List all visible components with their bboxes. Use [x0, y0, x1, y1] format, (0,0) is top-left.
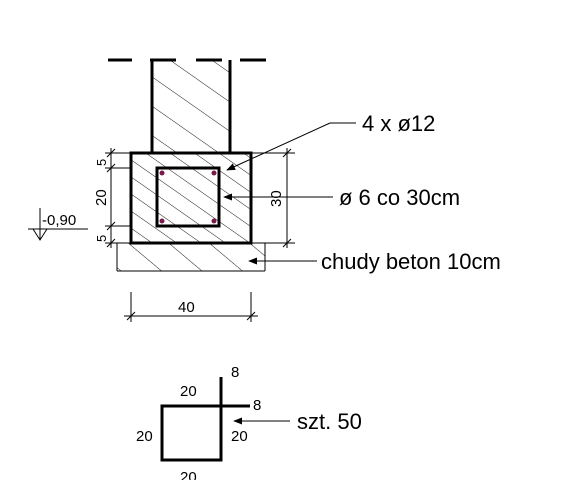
stirrup-cage — [155, 166, 221, 228]
dim-left-bottom: 5 — [94, 235, 109, 242]
level-marker — [28, 208, 88, 241]
lean-concrete-base — [116, 243, 266, 272]
stirrup-dim-hook-horizontal: 8 — [253, 397, 261, 414]
main-rebar-label: 4 x ø12 — [362, 111, 435, 136]
rebar-dot — [211, 218, 217, 224]
leader-main-rebar — [226, 122, 356, 171]
lean-concrete-label: chudy beton 10cm — [321, 249, 501, 274]
bottom-dimension — [124, 292, 258, 322]
stirrup-count-label: szt. 50 — [297, 409, 362, 434]
stirrup-dim-right: 20 — [231, 428, 248, 445]
stirrup-dim-left: 20 — [136, 428, 153, 445]
dim-left-top: 5 — [94, 159, 109, 166]
wall-section — [150, 60, 232, 153]
stirrup-dim-hook-vertical: 8 — [231, 364, 239, 381]
rebar-dot — [159, 218, 165, 224]
dim-bottom-width: 40 — [178, 299, 195, 316]
stirrup-label: ø 6 co 30cm — [339, 185, 460, 210]
dim-left-mid: 20 — [93, 189, 110, 206]
dim-right-height: 30 — [268, 190, 285, 207]
main-rebars — [159, 170, 217, 224]
left-dimension-chain — [105, 148, 131, 248]
level-label: -0,90 — [42, 212, 76, 229]
stirrup-detail — [160, 377, 250, 462]
rebar-dot — [159, 170, 165, 176]
stirrup-dim-top: 20 — [180, 383, 197, 400]
right-dimension — [252, 148, 295, 248]
rebar-dot — [211, 170, 217, 176]
stirrup-dim-bottom: 20 — [180, 469, 197, 480]
